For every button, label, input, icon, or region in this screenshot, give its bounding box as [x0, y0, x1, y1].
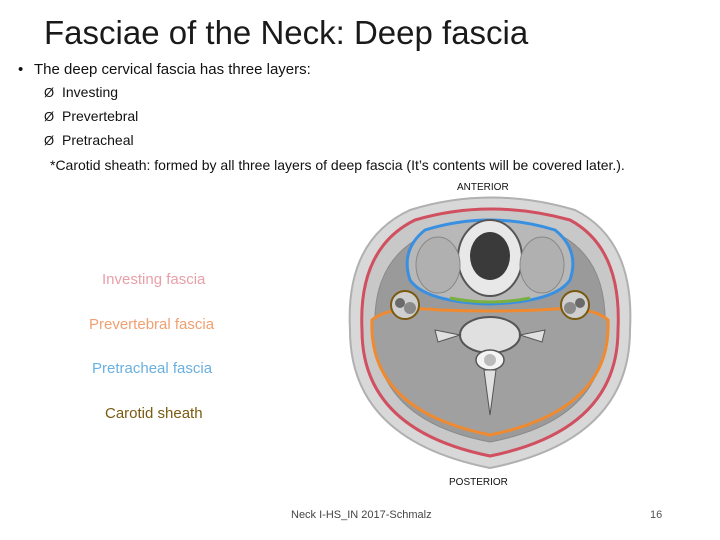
list-item: Ø Prevertebral [44, 107, 138, 131]
posterior-label: POSTERIOR [449, 477, 508, 488]
transverse-process-right [518, 329, 546, 343]
legend-pretracheal-fascia: Pretracheal fascia [92, 360, 213, 377]
slide-title: Fasciae of the Neck: Deep fascia [44, 14, 529, 51]
arrow-bullet-icon: Ø [44, 133, 55, 148]
anterior-label: ANTERIOR [457, 182, 509, 193]
arrow-bullet-icon: Ø [44, 85, 55, 100]
trachea-lumen [470, 232, 510, 280]
carotid-artery-right [575, 298, 585, 308]
thyroid-right [519, 236, 565, 294]
jugular-vein-right [564, 302, 576, 314]
layer-investing-text: Investing [62, 84, 119, 100]
list-item: Ø Investing [44, 83, 138, 107]
carotid-artery-left [395, 298, 405, 308]
jugular-vein-left [404, 302, 416, 314]
neck-cross-section-image [348, 196, 632, 470]
layer-pretracheal-text: Pretracheal [62, 132, 134, 148]
spinal-cord [484, 354, 496, 366]
spinous-process [483, 369, 497, 416]
page-number: 16 [650, 509, 663, 521]
bullet-marker: • [18, 61, 24, 78]
list-item: Ø Pretracheal [44, 131, 138, 155]
legend-carotid-sheath: Carotid sheath [105, 405, 203, 422]
main-bullet: • The deep cervical fascia has three laye… [18, 61, 311, 78]
visceral-fascia-line [449, 296, 531, 304]
layer-list: Ø Investing Ø Prevertebral Ø Pretracheal [44, 83, 138, 155]
carotid-note-text: formed by all three layers of deep fasci… [150, 157, 625, 173]
carotid-note-lead: *Carotid sheath: [50, 157, 151, 173]
carotid-note: *Carotid sheath: formed by all three lay… [50, 157, 625, 173]
transverse-process-left [434, 329, 462, 343]
layer-prevertebral-text: Prevertebral [62, 108, 139, 124]
footer-source: Neck I-HS_IN 2017-Schmalz [291, 509, 432, 521]
thyroid-left [415, 236, 461, 294]
legend-investing-fascia: Investing fascia [102, 271, 206, 288]
arrow-bullet-icon: Ø [44, 109, 55, 124]
legend-prevertebral-fascia: Prevertebral fascia [89, 316, 215, 333]
main-bullet-text: The deep cervical fascia has three layer… [34, 61, 311, 78]
vertebral-body [459, 316, 521, 354]
